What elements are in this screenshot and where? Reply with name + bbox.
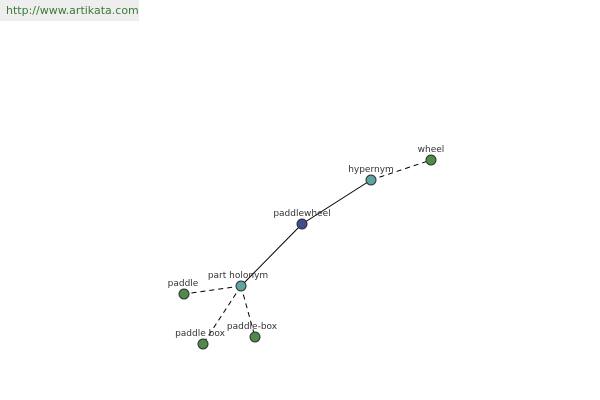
edge-paddlewheel-to-part-holonym	[240, 223, 303, 287]
edge-part-holonym-to-paddle	[183, 285, 242, 295]
node-label: paddle-box	[227, 322, 278, 332]
edge-paddlewheel-to-hypernym	[301, 179, 372, 225]
graph-node-paddlewheel[interactable]: paddlewheel	[273, 209, 331, 230]
edges-layer	[183, 159, 432, 345]
node-circle[interactable]	[197, 338, 209, 350]
graph-node-part-holonym[interactable]: part holonym	[208, 271, 268, 292]
node-circle[interactable]	[249, 331, 261, 343]
graph-node-paddle-box-2[interactable]: paddle-box	[227, 322, 278, 343]
node-circle[interactable]	[296, 218, 308, 230]
graph-node-hypernym[interactable]: hypernym	[348, 165, 394, 186]
node-label: paddle	[168, 279, 199, 289]
edge-part-holonym-to-paddle-box-1	[202, 285, 242, 345]
node-label: hypernym	[348, 165, 394, 175]
graph-node-wheel[interactable]: wheel	[418, 145, 445, 166]
node-label: part holonym	[208, 271, 268, 281]
node-circle[interactable]	[365, 174, 377, 186]
graph-node-paddle-box-1[interactable]: paddle box	[175, 329, 226, 350]
site-url-link[interactable]: http://www.artikata.com	[0, 0, 139, 21]
node-circle[interactable]	[235, 280, 247, 292]
node-label: wheel	[418, 145, 445, 155]
node-circle[interactable]	[425, 154, 437, 166]
nodes-layer: paddlewheel hypernym wheel part holonym padd…	[168, 145, 445, 350]
edge-hypernym-to-wheel	[370, 159, 432, 181]
node-label: paddlewheel	[273, 209, 330, 219]
graph-node-paddle[interactable]: paddle	[168, 279, 199, 300]
node-circle[interactable]	[178, 288, 190, 300]
node-label: paddle box	[175, 329, 225, 339]
